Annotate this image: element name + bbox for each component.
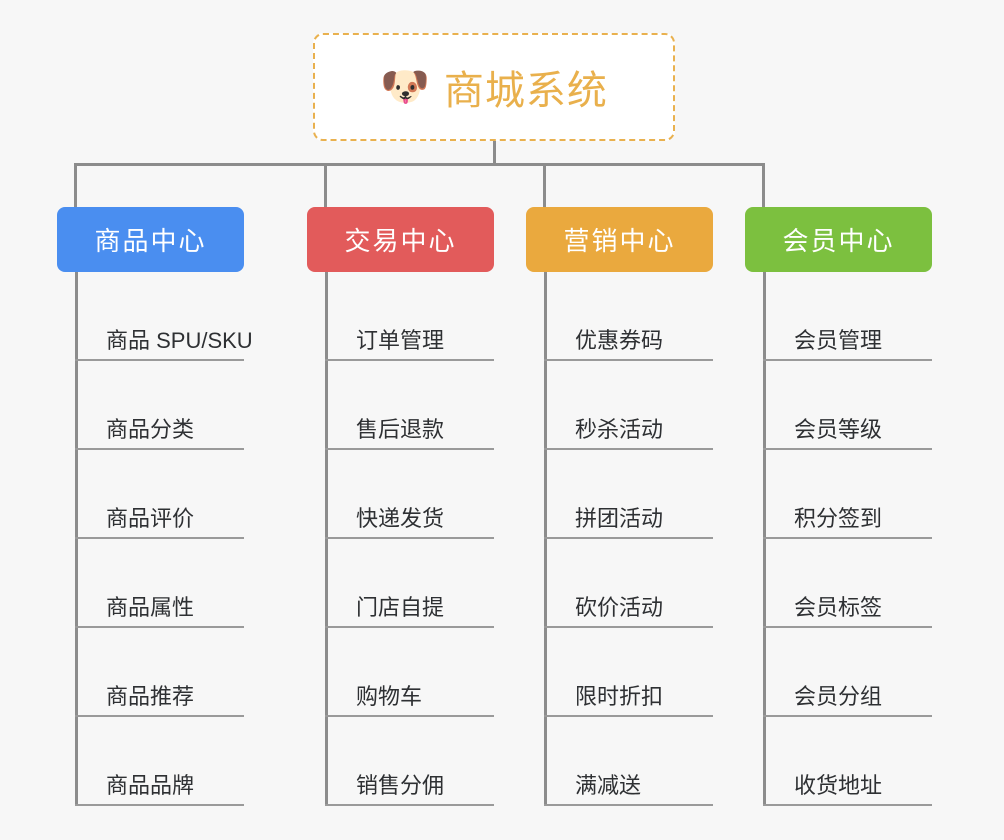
leaf-list-member-center: 会员管理会员等级积分签到会员标签会员分组收货地址 bbox=[763, 272, 932, 806]
leaf-list-trade-center: 订单管理售后退款快递发货门店自提购物车销售分佣 bbox=[325, 272, 494, 806]
leaf-item[interactable]: 售后退款 bbox=[325, 361, 494, 450]
leaf-item[interactable]: 商品 SPU/SKU bbox=[75, 272, 253, 361]
leaf-item-label: 商品推荐 bbox=[106, 683, 195, 709]
branch-head-trade-center[interactable]: 交易中心 bbox=[307, 207, 494, 272]
leaf-item-label: 售后退款 bbox=[356, 416, 445, 442]
leaf-item[interactable]: 商品推荐 bbox=[75, 628, 244, 717]
leaf-list-marketing-center: 优惠券码秒杀活动拼团活动砍价活动限时折扣满减送 bbox=[544, 272, 713, 806]
leaf-item[interactable]: 商品属性 bbox=[75, 539, 244, 628]
leaf-item-label: 商品品牌 bbox=[106, 772, 195, 798]
leaf-item[interactable]: 商品品牌 bbox=[75, 717, 244, 806]
leaf-item[interactable]: 商品分类 bbox=[75, 361, 244, 450]
branch-head-label: 交易中心 bbox=[344, 226, 457, 256]
branch-head-marketing-center[interactable]: 营销中心 bbox=[526, 207, 713, 272]
leaf-item-label: 商品评价 bbox=[106, 505, 195, 531]
leaf-item-label: 拼团活动 bbox=[575, 505, 664, 531]
root-title: 商城系统 bbox=[443, 69, 608, 113]
branch-head-product-center[interactable]: 商品中心 bbox=[57, 207, 244, 272]
leaf-item[interactable]: 积分签到 bbox=[763, 450, 932, 539]
leaf-item[interactable]: 快递发货 bbox=[325, 450, 494, 539]
leaf-item[interactable]: 满减送 bbox=[544, 717, 713, 806]
leaf-item[interactable]: 购物车 bbox=[325, 628, 494, 717]
leaf-item-label: 秒杀活动 bbox=[575, 416, 664, 442]
leaf-item[interactable]: 订单管理 bbox=[325, 272, 494, 361]
root-node[interactable]: 🐶 商城系统 bbox=[313, 33, 675, 141]
branch-head-label: 会员中心 bbox=[782, 226, 895, 256]
branch-spine-product-center bbox=[75, 272, 78, 806]
leaf-item[interactable]: 秒杀活动 bbox=[544, 361, 713, 450]
leaf-list-product-center: 商品 SPU/SKU 商品分类商品评价商品属性商品推荐商品品牌 bbox=[75, 272, 253, 806]
branch-spine-trade-center bbox=[325, 272, 328, 806]
branch-drop-line-marketing-center bbox=[543, 163, 546, 207]
leaf-item-label: 订单管理 bbox=[356, 327, 445, 353]
leaf-item-label: 优惠券码 bbox=[575, 327, 664, 353]
leaf-item-label: 销售分佣 bbox=[356, 772, 445, 798]
leaf-item-label: 快递发货 bbox=[356, 505, 445, 531]
leaf-item-label: 购物车 bbox=[356, 683, 423, 709]
branch-drop-line-product-center bbox=[74, 163, 77, 207]
branch-drop-line-member-center bbox=[762, 163, 765, 207]
leaf-item[interactable]: 拼团活动 bbox=[544, 450, 713, 539]
leaf-item[interactable]: 门店自提 bbox=[325, 539, 494, 628]
leaf-item-label: 会员分组 bbox=[794, 683, 883, 709]
leaf-item[interactable]: 销售分佣 bbox=[325, 717, 494, 806]
leaf-item[interactable]: 会员标签 bbox=[763, 539, 932, 628]
leaf-item[interactable]: 优惠券码 bbox=[544, 272, 713, 361]
leaf-item-label: 满减送 bbox=[575, 772, 642, 798]
dog-face-icon: 🐶 bbox=[380, 65, 430, 109]
leaf-item-label: 限时折扣 bbox=[575, 683, 664, 709]
leaf-item-label: 商品分类 bbox=[106, 416, 195, 442]
leaf-item-label: 门店自提 bbox=[356, 594, 445, 620]
leaf-item-label: 会员标签 bbox=[794, 594, 883, 620]
horizontal-bus-line bbox=[74, 163, 765, 166]
leaf-item[interactable]: 砍价活动 bbox=[544, 539, 713, 628]
root-stem-line bbox=[493, 141, 496, 166]
leaf-item-label: 商品属性 bbox=[106, 594, 195, 620]
leaf-item-label: 砍价活动 bbox=[575, 594, 664, 620]
branch-spine-marketing-center bbox=[544, 272, 547, 806]
branch-head-label: 营销中心 bbox=[563, 226, 676, 256]
leaf-item-label: 会员管理 bbox=[794, 327, 883, 353]
leaf-item[interactable]: 会员管理 bbox=[763, 272, 932, 361]
leaf-item[interactable]: 会员等级 bbox=[763, 361, 932, 450]
leaf-item[interactable]: 限时折扣 bbox=[544, 628, 713, 717]
branch-spine-member-center bbox=[763, 272, 766, 806]
leaf-item-label: 积分签到 bbox=[794, 505, 883, 531]
leaf-item-label: 收货地址 bbox=[794, 772, 883, 798]
leaf-item[interactable]: 会员分组 bbox=[763, 628, 932, 717]
leaf-item[interactable]: 商品评价 bbox=[75, 450, 244, 539]
branch-head-label: 商品中心 bbox=[94, 226, 207, 256]
leaf-item-label: 商品 SPU/SKU bbox=[106, 327, 253, 353]
leaf-item[interactable]: 收货地址 bbox=[763, 717, 932, 806]
branch-head-member-center[interactable]: 会员中心 bbox=[745, 207, 932, 272]
leaf-item-label: 会员等级 bbox=[794, 416, 883, 442]
branch-drop-line-trade-center bbox=[324, 163, 327, 207]
